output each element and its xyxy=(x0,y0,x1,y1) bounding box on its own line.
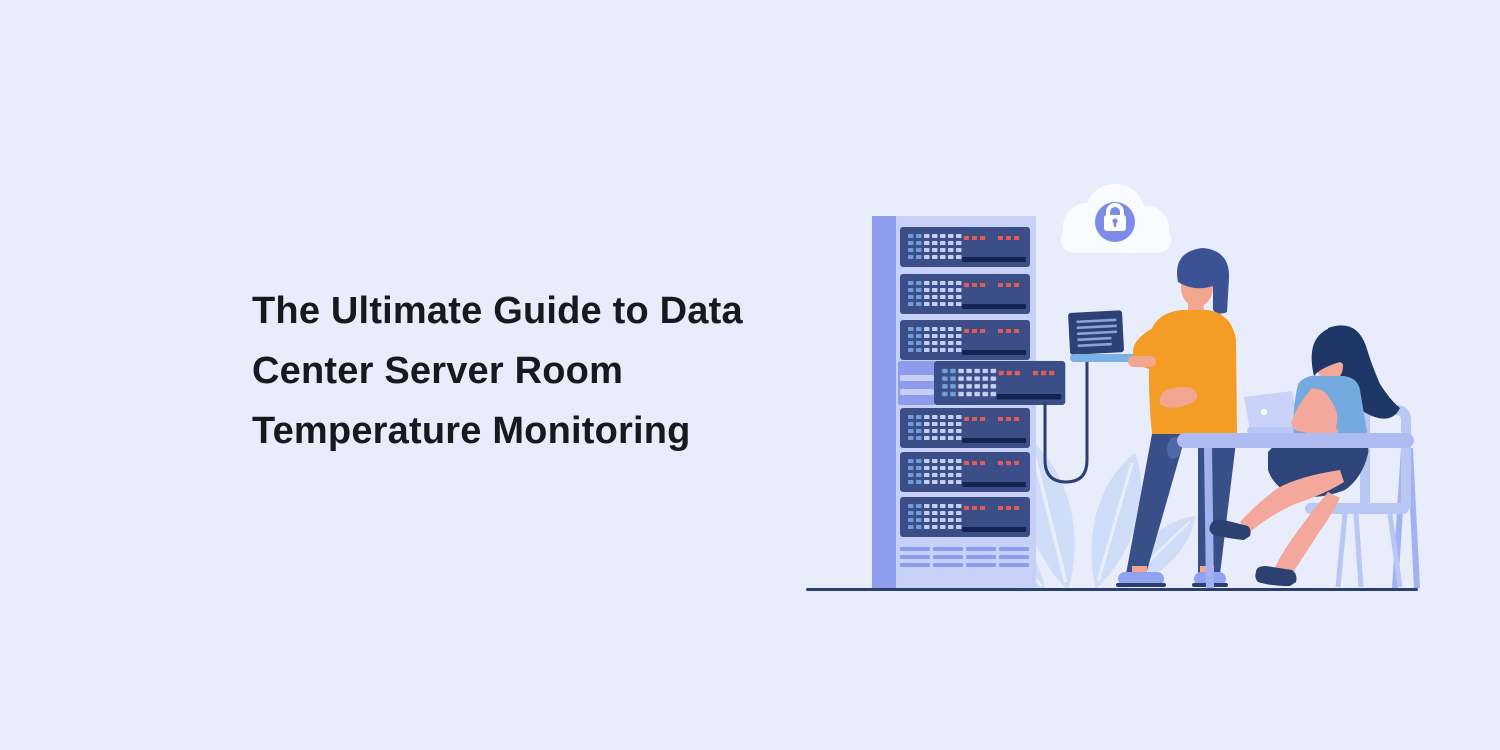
server-unit xyxy=(900,320,1030,360)
pulled-out-server-unit xyxy=(934,361,1066,405)
title-line-3: Temperature Monitoring xyxy=(252,410,691,452)
man-hair xyxy=(1177,248,1230,314)
server-rack xyxy=(872,216,1066,590)
woman-shoe xyxy=(1255,566,1297,586)
server-laptop-cable xyxy=(1043,360,1089,484)
woman-shoe xyxy=(1209,519,1251,540)
server-unit xyxy=(900,274,1030,314)
page-title: The Ultimate Guide to Data Center Server… xyxy=(252,281,812,461)
server-unit xyxy=(900,452,1030,492)
server-unit xyxy=(900,497,1030,537)
seated-woman xyxy=(1209,325,1400,586)
man-leg xyxy=(1198,434,1237,574)
man-hand-holding-laptop xyxy=(1128,356,1156,367)
title-line-2: Center Server Room xyxy=(252,350,624,392)
ground-line xyxy=(806,588,1418,591)
woman-crossed-leg xyxy=(1240,470,1344,532)
woman-arm xyxy=(1291,388,1338,436)
lock-icon xyxy=(1104,203,1126,231)
man-shoe xyxy=(1118,572,1164,586)
rack-side-panel xyxy=(872,216,896,590)
rack-open-bay xyxy=(898,361,936,405)
man-leg xyxy=(1126,434,1186,574)
technician-laptop xyxy=(1068,310,1148,362)
rack-vent-slats xyxy=(900,547,1029,567)
man-gesture-hand xyxy=(1159,386,1198,408)
desk-top xyxy=(1177,433,1414,448)
cloud-lock-icon xyxy=(1061,184,1171,253)
title-line-1: The Ultimate Guide to Data xyxy=(252,290,743,332)
server-unit xyxy=(900,227,1030,267)
server-unit xyxy=(900,408,1030,448)
woman-lower-leg xyxy=(1275,492,1340,574)
hero-illustration xyxy=(806,184,1420,604)
